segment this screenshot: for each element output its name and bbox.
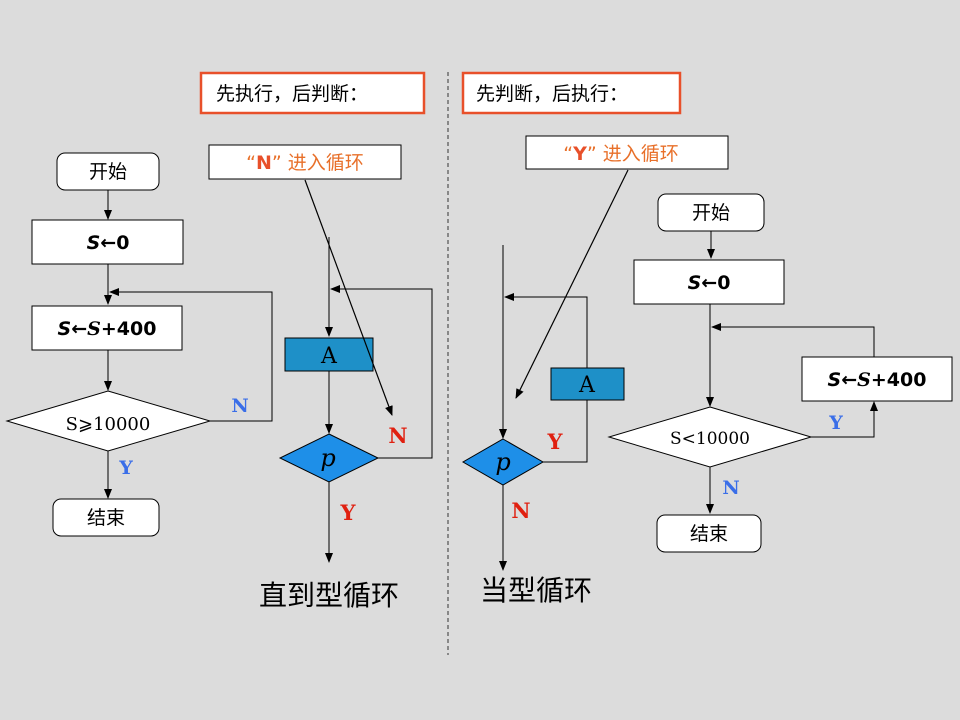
right-end-terminal [656, 514, 762, 553]
left-start-label: 开始 [89, 161, 127, 183]
left-structure-caption: 直到型循环 [259, 579, 399, 612]
right-struct-block-a [550, 367, 625, 401]
left-yes-label: Y [118, 457, 133, 479]
left-end-terminal [52, 498, 160, 537]
right-init-label: S←0 [688, 272, 731, 294]
left-update-label: S←S+400 [58, 318, 157, 340]
right-struct-yes-label: Y [547, 429, 564, 454]
left-struct-loop-line [330, 285, 433, 459]
right-update-label: S←S+400 [828, 369, 927, 391]
right-header-box [461, 71, 682, 115]
right-header: 先判断，后执行： [476, 83, 628, 105]
left-struct-block-label: A [320, 344, 338, 369]
left-condition-label: S⩾10000 [66, 414, 151, 435]
left-header: 先执行，后判断： [216, 83, 368, 105]
right-init-box [633, 259, 785, 305]
right-condition-label: S<10000 [670, 429, 750, 449]
right-start-label: 开始 [692, 202, 730, 224]
left-callout-label: “N” 进入循环 [246, 152, 364, 174]
right-callout-pointer [515, 169, 629, 399]
right-struct-decision-label: p [495, 448, 510, 476]
right-end-label: 结束 [690, 523, 728, 545]
right-loop-back-line [711, 323, 875, 357]
right-callout-box [525, 135, 729, 170]
right-struct-block-label: A [578, 373, 596, 398]
left-end-label: 结束 [87, 507, 125, 529]
right-yes-label: Y [828, 412, 843, 434]
left-struct-yes-label: Y [340, 500, 357, 525]
left-struct-decision-label: p [320, 444, 335, 472]
right-no-label: N [722, 477, 739, 499]
right-callout-label: “Y” 进入循环 [563, 143, 679, 165]
left-callout-pointer [304, 179, 393, 416]
left-struct-block-a [284, 337, 374, 372]
right-arrow-cond-update [811, 401, 878, 438]
left-loop-back-line [109, 288, 273, 422]
left-header-box [199, 71, 426, 115]
left-callout-box [208, 144, 402, 180]
left-init-label: S←0 [87, 232, 130, 254]
right-structure-caption: 当型循环 [480, 574, 592, 607]
left-update-box [31, 305, 183, 351]
left-init-box [31, 219, 184, 265]
right-struct-no-label: N [511, 498, 530, 523]
right-update-box [801, 356, 953, 402]
left-struct-no-label: N [388, 423, 407, 448]
left-no-label: N [231, 395, 248, 417]
